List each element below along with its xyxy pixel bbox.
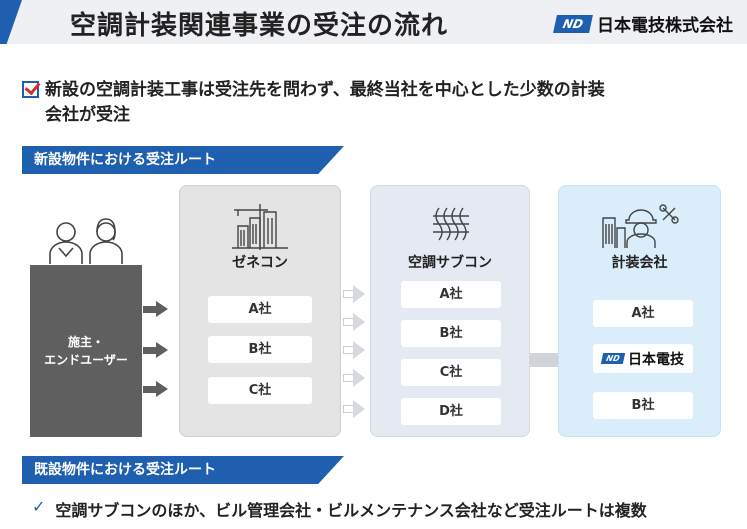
note-text: 空調サブコンのほか、ビル管理会社・ビルメンテナンス会社など受注ルートは複数 [55, 501, 647, 520]
construction-building-icon [232, 204, 288, 250]
arrow-owner-to-genecon-1 [143, 301, 169, 317]
kaisha-company-b: B社 [593, 392, 693, 419]
section-label-new-route: 新設物件における受注ルート [22, 146, 344, 174]
engineer-tools-icon [602, 204, 679, 248]
header-bar: 空調計装関連事業の受注の流れ ND 日本電技株式会社 [0, 0, 747, 44]
arrow-genecon-to-subcon-3 [343, 341, 365, 359]
check-icon: ✓ [32, 497, 46, 516]
arrow-genecon-to-subcon-4 [343, 369, 365, 387]
column-title-kaisha: 計装会社 [611, 255, 668, 271]
air-conditioning-icon [433, 207, 469, 241]
key-statement: 新設の空調計装工事は受注先を問わず、最終当社を中心とした少数の計装 会社が受注 [22, 78, 722, 128]
nd-logo-icon: ND [553, 14, 593, 33]
arrow-owner-to-genecon-3 [143, 381, 169, 397]
column-title-genecon: ゼネコン [232, 255, 288, 271]
owner-label-line-1: 施主・ [67, 335, 104, 349]
owner-box: 施主・ エンドユーザー [30, 265, 142, 437]
genecon-company-a: A社 [208, 296, 312, 323]
subcon-company-b: B社 [401, 320, 501, 347]
kaisha-company-nihondengi: ND 日本電技 [593, 344, 693, 373]
arrow-genecon-to-subcon-5 [343, 400, 365, 418]
kaisha-company-a: A社 [593, 300, 693, 327]
statement-text: 新設の空調計装工事は受注先を問わず、最終当社を中心とした少数の計装 会社が受注 [45, 78, 605, 128]
nihondengi-name: 日本電技 [628, 351, 684, 368]
header-accent [0, 0, 22, 44]
genecon-company-c: C社 [208, 377, 312, 404]
arrow-genecon-to-subcon-2 [343, 313, 365, 331]
section-label-existing-route: 既設物件における受注ルート [22, 456, 344, 484]
column-genecon: ゼネコン A社 B社 C社 [179, 185, 341, 437]
owner-label-line-2: エンドユーザー [44, 353, 128, 367]
statement-line-2: 会社が受注 [45, 105, 130, 125]
subcon-company-c: C社 [401, 359, 501, 386]
column-subcon: 空調サブコン A社 B社 C社 D社 [370, 185, 530, 437]
nd-logo-icon: ND [600, 353, 626, 364]
page-title: 空調計装関連事業の受注の流れ [70, 11, 449, 41]
brand: ND 日本電技株式会社 [553, 11, 733, 36]
nihondengi-row: ND 日本電技 [593, 344, 693, 373]
brand-name: 日本電技株式会社 [597, 16, 733, 36]
column-kaisha: 計装会社 A社 ND 日本電技 B社 [558, 185, 721, 437]
people-icon [49, 218, 123, 264]
subcon-company-d: D社 [401, 398, 501, 425]
route-note: ✓ 空調サブコンのほか、ビル管理会社・ビルメンテナンス会社など受注ルートは複数 [32, 497, 647, 521]
statement-line-1: 新設の空調計装工事は受注先を問わず、最終当社を中心とした少数の計装 [45, 80, 605, 100]
genecon-company-b: B社 [208, 336, 312, 363]
column-title-subcon: 空調サブコン [408, 255, 492, 271]
arrow-owner-to-genecon-2 [143, 342, 169, 358]
subcon-company-a: A社 [401, 281, 501, 308]
arrow-genecon-to-subcon-1 [343, 285, 365, 303]
checkbox-icon [22, 81, 39, 98]
